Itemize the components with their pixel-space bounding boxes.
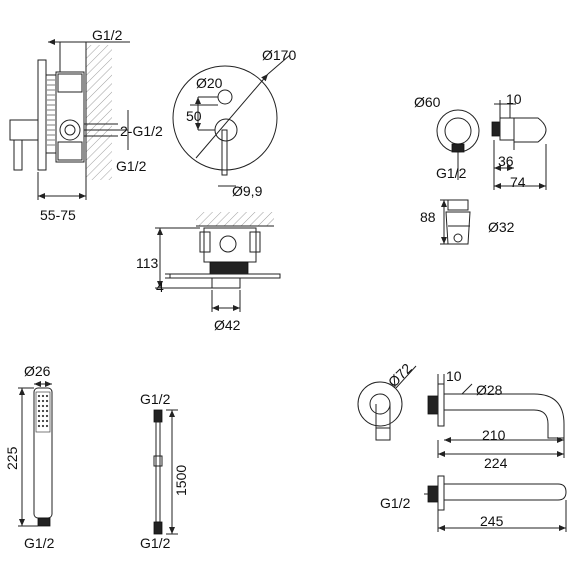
spout2-thread-label: G1/2 xyxy=(380,495,411,511)
holder-depth-label: 74 xyxy=(510,174,526,190)
lever-diameter-label: Ø9,9 xyxy=(232,183,263,199)
wall-outlet-diameter-label: Ø60 xyxy=(414,94,441,110)
hand-shower-length-label: 225 xyxy=(4,446,20,470)
hose-length-label: 1500 xyxy=(173,465,189,496)
cover-plate-front xyxy=(172,54,291,187)
spray-holes xyxy=(37,394,49,428)
valve-body-ribs xyxy=(47,79,55,146)
spout-total-label: 224 xyxy=(484,455,508,471)
body-height-label: 113 xyxy=(136,255,159,271)
wall-outlet-views xyxy=(436,100,547,245)
wall-outlet-thread-label: G1/2 xyxy=(436,165,467,181)
bath-spout-straight xyxy=(424,475,567,532)
holder-width-label: 10 xyxy=(506,91,522,107)
hand-shower-thread-label: G1/2 xyxy=(24,535,55,551)
diverter-diameter-label: Ø20 xyxy=(196,75,223,91)
holder-diameter-label: Ø32 xyxy=(488,219,515,235)
hand-shower xyxy=(18,381,53,527)
shower-hose xyxy=(153,409,178,535)
wall-hatch xyxy=(86,45,112,180)
spout2-length-label: 245 xyxy=(480,513,504,529)
valve-side-view xyxy=(9,39,130,200)
spout-flange-diameter-label: Ø72 xyxy=(385,360,415,390)
valve-side-bottom-label: G1/2 xyxy=(116,158,147,174)
holder-offset-label: 36 xyxy=(498,153,514,169)
spout-pipe-diameter-label: Ø28 xyxy=(476,382,503,398)
spout-flange-width-label: 10 xyxy=(446,368,462,384)
cover-diameter-label: Ø170 xyxy=(262,47,296,63)
plate-thickness-label: 4 xyxy=(156,279,164,295)
hose-bottom-thread-label: G1/2 xyxy=(140,535,171,551)
valve-side-mid-label: 2-G1/2 xyxy=(120,123,163,139)
outlet-diameter-label: Ø42 xyxy=(214,317,241,333)
diverter-offset-label: 50 xyxy=(186,108,202,124)
valve-body-plan xyxy=(155,212,281,312)
valve-side-top-label: G1/2 xyxy=(92,27,123,43)
holder-height-label: 88 xyxy=(420,209,436,225)
spout-reach-label: 210 xyxy=(482,427,506,443)
hose-top-thread-label: G1/2 xyxy=(140,391,171,407)
hand-shower-diameter-label: Ø26 xyxy=(24,363,51,379)
bath-spout xyxy=(357,365,565,458)
valve-side-depth-label: 55-75 xyxy=(40,207,76,223)
